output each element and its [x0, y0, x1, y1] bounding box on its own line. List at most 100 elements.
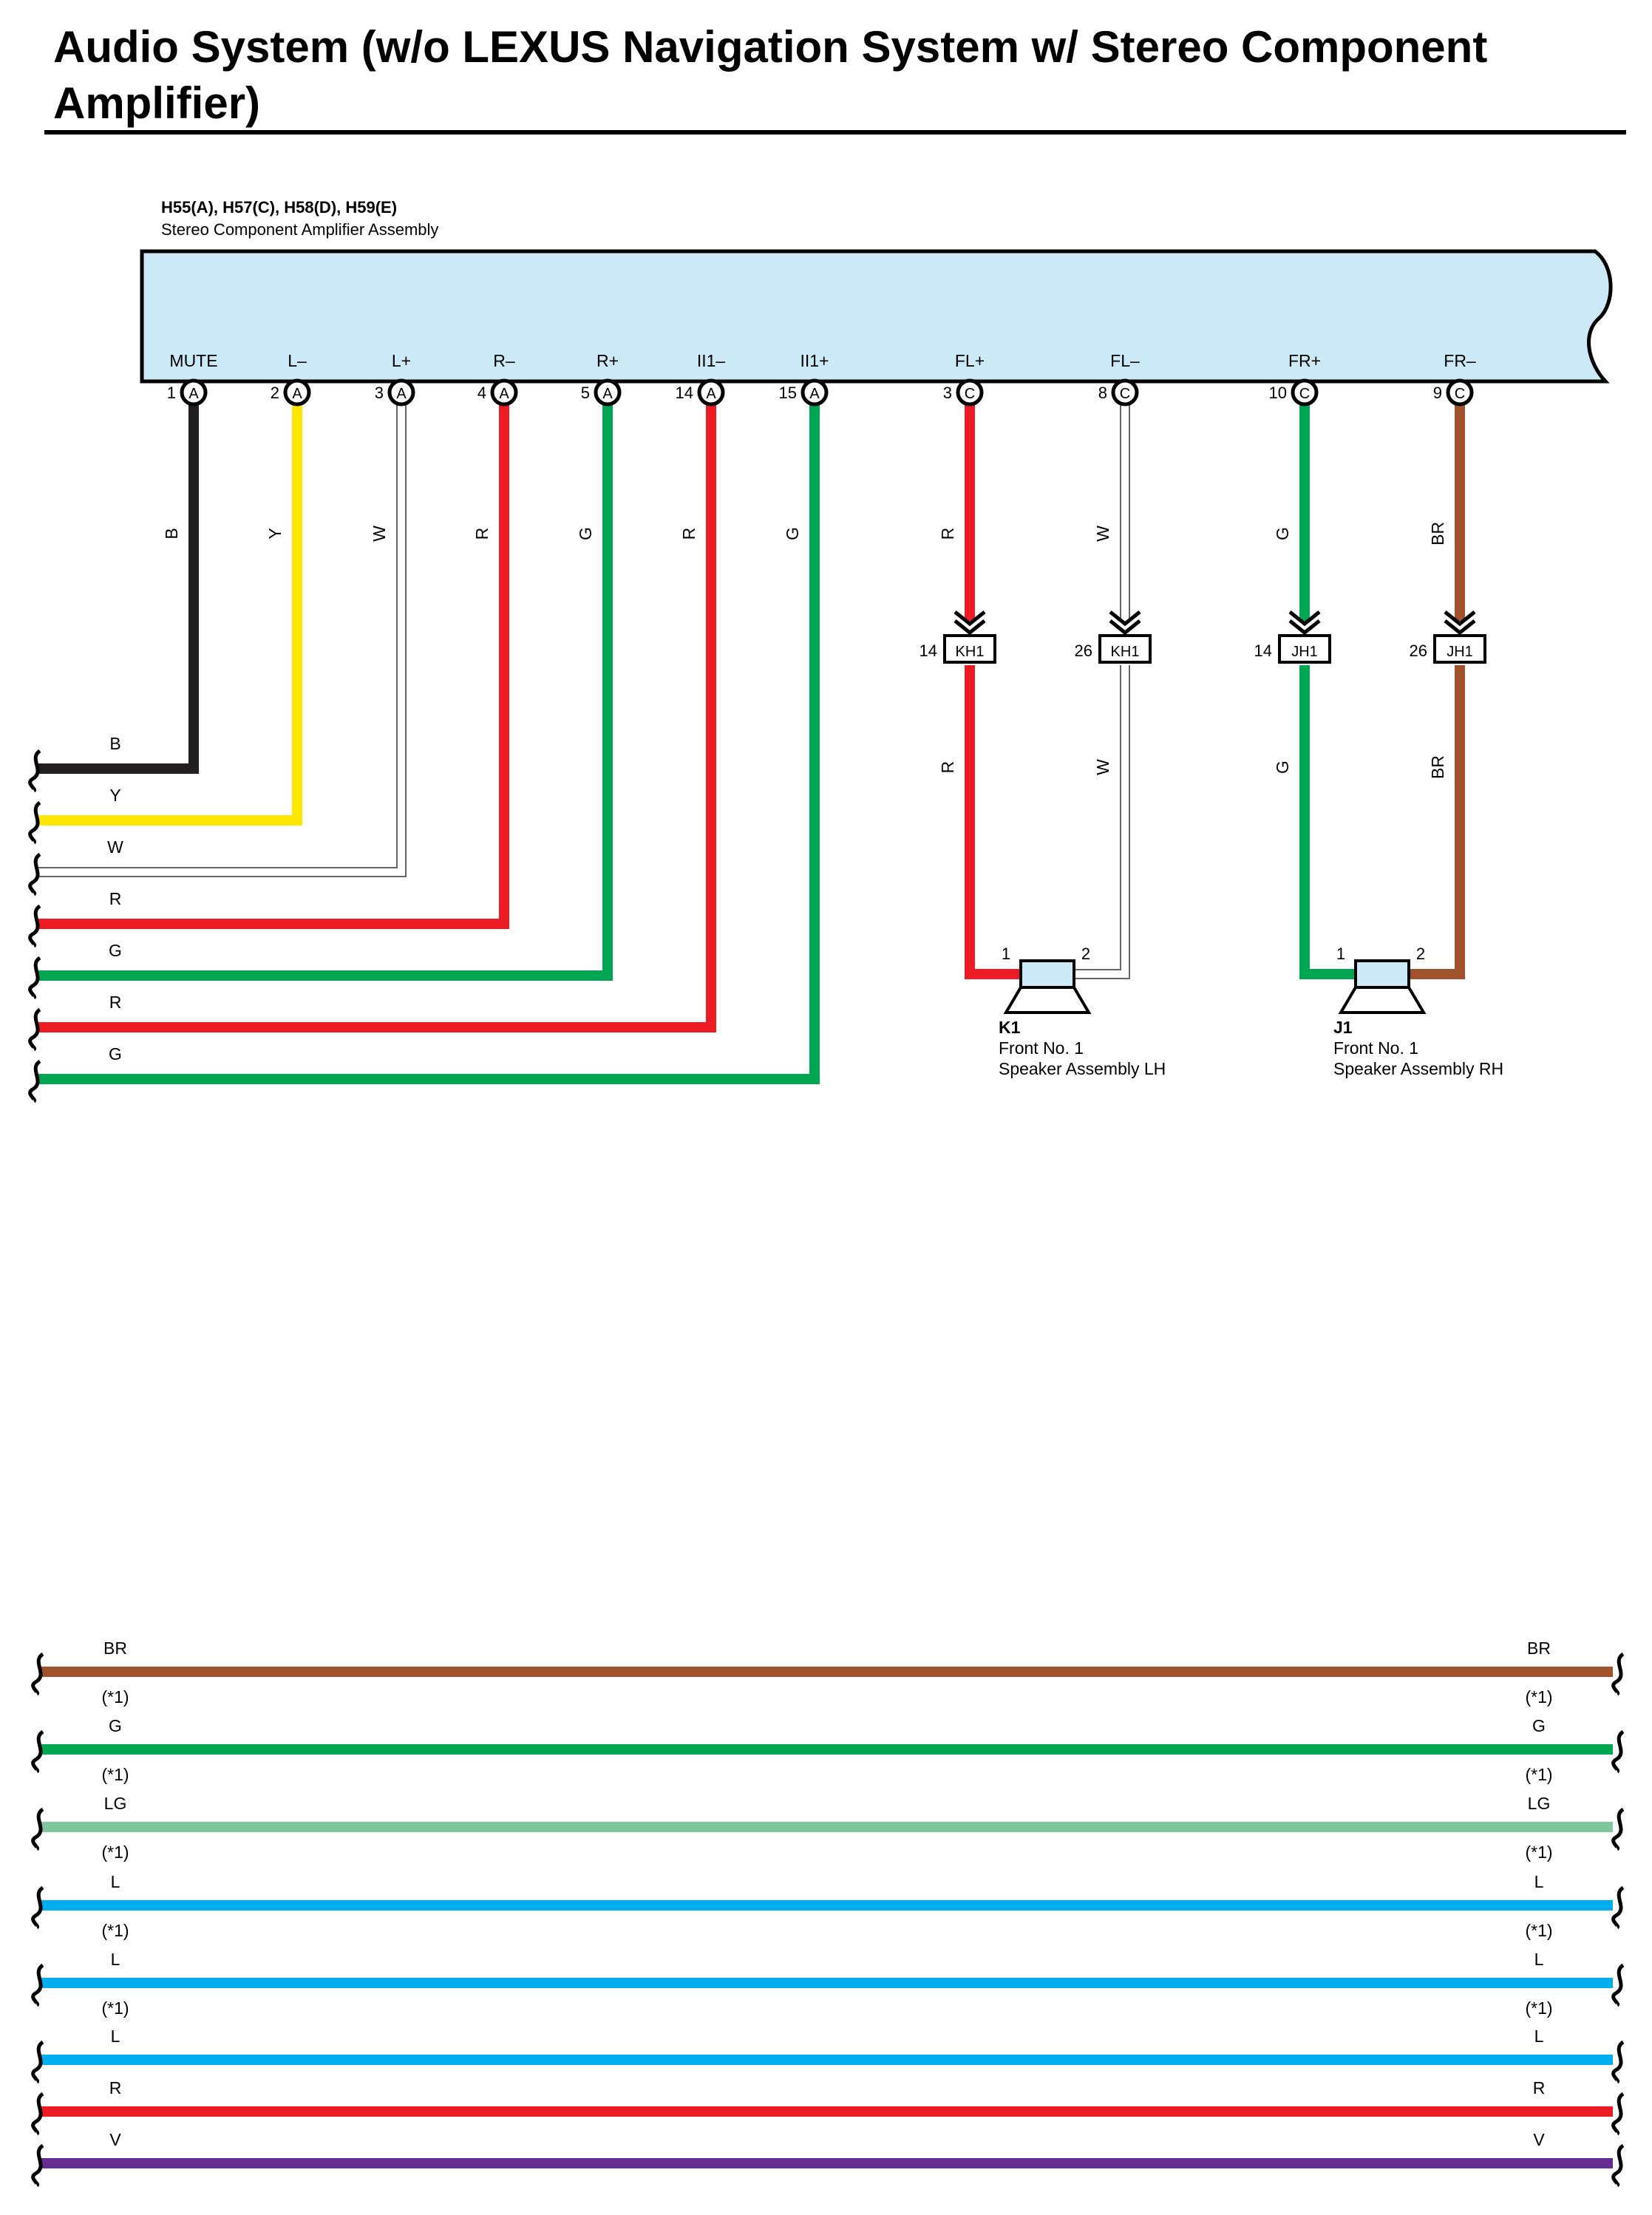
through-wire-label-right: R — [1533, 2078, 1546, 2097]
speaker-desc-line1: Front No. 1 — [999, 1038, 1084, 1058]
amplifier-assembly: H55(A), H57(C), H58(D), H59(E) Stereo Co… — [140, 198, 1613, 384]
terminal-pin-circle — [283, 378, 311, 406]
terminal-pin-number: 9 — [1433, 384, 1442, 402]
terminal-name: FL– — [1110, 351, 1140, 370]
wire-color-label: R — [938, 528, 957, 540]
junction-pin-number: 26 — [1075, 642, 1092, 660]
wire-break-mark — [28, 1059, 41, 1103]
terminal-name: FR+ — [1288, 351, 1321, 370]
through-wire-label-left: G — [109, 1716, 122, 1735]
terminal-connector-letter: C — [1299, 386, 1310, 402]
speaker-pin-1: 1 — [1002, 945, 1010, 963]
junction-pin-number: 14 — [920, 642, 937, 660]
lower-wire-color-label: BR — [1428, 755, 1447, 779]
wire-break-mark-right — [1611, 2143, 1625, 2188]
cut-wire-color-label: R — [109, 889, 122, 908]
through-wire-label-right: G — [1532, 1716, 1546, 1735]
terminal-pin-circle — [697, 378, 725, 406]
wire-break-mark-left — [31, 2143, 44, 2188]
terminal-connector-letter: A — [188, 386, 199, 402]
wire-color-label: G — [1273, 527, 1292, 540]
junction-chevron — [1444, 610, 1476, 627]
junction-pin-number: 14 — [1254, 642, 1272, 660]
cut-wire-color-label: W — [107, 837, 123, 857]
wire-color-label: W — [1093, 525, 1112, 542]
speaker-desc-line1: Front No. 1 — [1333, 1038, 1418, 1058]
wire-3 — [38, 392, 509, 929]
through-wire-note-left: (*1) — [101, 1921, 129, 1940]
terminal-name: L+ — [392, 351, 411, 370]
wire-lower-10 — [1401, 665, 1465, 979]
wire-break-mark-left — [31, 1807, 44, 1851]
junction-connector-id: JH1 — [1447, 644, 1473, 660]
terminal-pin-number: 15 — [779, 384, 797, 402]
through-wire-label-left: L — [111, 1872, 120, 1891]
junction-connector-box — [943, 634, 996, 664]
cut-wire-color-label: G — [109, 1044, 122, 1064]
junction-chevron — [1288, 619, 1321, 636]
amplifier-connector-ids: H55(A), H57(C), H58(D), H59(E) — [161, 198, 397, 217]
through-wire-label-right: LG — [1528, 1794, 1551, 1813]
through-wire-note-left: (*1) — [101, 1998, 129, 2018]
cut-wire-color-label: B — [109, 734, 120, 753]
terminal-pin-circle — [387, 378, 415, 406]
terminal-pin-number: 10 — [1269, 384, 1287, 402]
through-wire-note-left: (*1) — [101, 1687, 129, 1707]
wire-2 — [38, 392, 405, 876]
through-wire-label-left: R — [109, 2078, 122, 2097]
wire-break-mark — [28, 904, 41, 948]
speaker-cone — [1338, 986, 1427, 1014]
title-divider — [44, 130, 1626, 135]
wire-break-mark-right — [1611, 2040, 1625, 2084]
speaker-pin-2: 2 — [1081, 945, 1090, 963]
wire-lower-9 — [1299, 665, 1363, 979]
junction-connector-id: KH1 — [1111, 644, 1140, 660]
through-wire-note-left: (*1) — [101, 1765, 129, 1784]
terminal-pin-number: 5 — [581, 384, 590, 402]
terminal-connector-letter: A — [396, 386, 407, 402]
wire-color-label: R — [679, 528, 698, 540]
junction-connector-id: KH1 — [956, 644, 985, 660]
through-wire-label-right: V — [1533, 2130, 1545, 2149]
terminal-connector-letter: C — [965, 386, 975, 402]
wire-color-label: B — [162, 528, 181, 539]
wire-color-label: R — [472, 528, 492, 540]
terminal-connector-letter: A — [499, 386, 509, 402]
amplifier-body — [140, 249, 1613, 384]
wire-break-mark-left — [31, 1963, 44, 2007]
junction-connector-box — [1278, 634, 1331, 664]
wire-break-mark-left — [31, 2040, 44, 2084]
terminal-name: II1+ — [800, 351, 829, 370]
lower-wire-color-label: W — [1093, 759, 1112, 775]
through-wire-label-right: BR — [1527, 1639, 1551, 1658]
through-wire-note-right: (*1) — [1525, 1765, 1552, 1784]
terminal-pin-number: 2 — [271, 384, 279, 402]
terminal-pin-circle — [1446, 378, 1474, 406]
wire-color-label: G — [576, 527, 595, 540]
terminal-connector-letter: A — [706, 386, 716, 402]
through-wire-label-right: L — [1534, 1872, 1544, 1891]
wire-lower-7 — [965, 665, 1028, 979]
terminal-pin-number: 1 — [167, 384, 176, 402]
wire-break-mark-right — [1611, 2092, 1625, 2136]
terminal-pin-number: 3 — [375, 384, 384, 402]
wire-color-label: BR — [1428, 522, 1447, 545]
through-wire-label-left: LG — [104, 1794, 127, 1813]
speaker-pin-2: 2 — [1416, 945, 1425, 963]
junction-connector-id: JH1 — [1291, 644, 1318, 660]
wire-4 — [38, 392, 613, 981]
through-wire-note-right: (*1) — [1525, 1921, 1552, 1940]
speaker-id: J1 — [1333, 1018, 1353, 1037]
wire-6 — [38, 392, 820, 1084]
wire-break-mark-left — [31, 1729, 44, 1774]
junction-pin-number: 26 — [1410, 642, 1427, 660]
through-wire-note-right: (*1) — [1525, 1843, 1552, 1862]
wire-break-mark-right — [1611, 1729, 1625, 1774]
wire-break-mark-right — [1611, 1885, 1625, 1930]
terminal-connector-letter: C — [1455, 386, 1465, 402]
terminal-pin-circle — [180, 378, 208, 406]
speaker-desc-line2: Speaker Assembly RH — [1333, 1059, 1503, 1078]
terminal-name: R– — [493, 351, 515, 370]
